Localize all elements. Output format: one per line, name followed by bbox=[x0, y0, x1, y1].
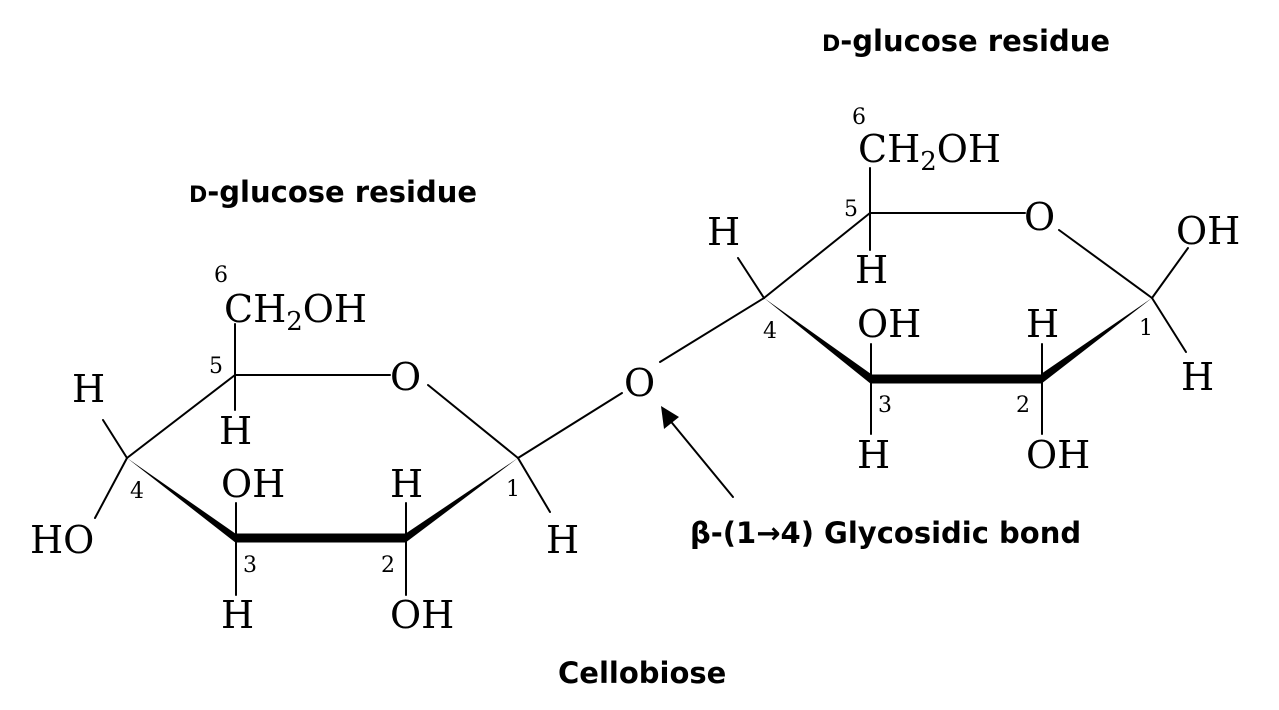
glycosidic-bond-arrow bbox=[661, 406, 734, 498]
left-ring-o-label: O bbox=[390, 355, 421, 399]
left-wedge-c3-c4 bbox=[127, 458, 236, 543]
left-bond-o-c1 bbox=[427, 384, 519, 459]
bond-left-c1-glycosidic-o bbox=[517, 392, 623, 459]
molecule-name-caption: Cellobiose bbox=[558, 656, 726, 690]
right-ring-o-label: O bbox=[1024, 195, 1055, 239]
left-bond-c1-h bbox=[517, 457, 551, 513]
left-residue-caption: D-glucose residue bbox=[189, 175, 477, 209]
left-carbon-number-2: 2 bbox=[381, 553, 395, 578]
right-c3-oh-label: OH bbox=[857, 302, 921, 346]
glycosidic-linkage: O bbox=[517, 297, 765, 459]
left-wedge-c1-c2 bbox=[405, 458, 518, 543]
right-wedge-c1-c2 bbox=[1041, 298, 1152, 384]
right-bond-c1-h bbox=[1151, 297, 1187, 353]
right-wedge-c3-c4 bbox=[764, 298, 871, 384]
left-carbon-number-3: 3 bbox=[243, 553, 257, 578]
left-glucose-ring: H HO O CH2OH H OH H H OH H 6 5 4 3 2 1 bbox=[30, 263, 579, 637]
left-bond-c4-h bbox=[102, 419, 128, 459]
right-c3-h-label: H bbox=[857, 433, 890, 477]
right-glucose-ring: H O CH2OH H OH H H OH OH H 6 5 4 3 2 1 bbox=[707, 105, 1240, 477]
right-c1-h-label: H bbox=[1181, 355, 1214, 399]
right-carbon-number-6: 6 bbox=[852, 105, 866, 130]
glycosidic-bond-caption: β-(1→4) Glycosidic bond bbox=[690, 516, 1081, 550]
right-residue-caption: D-glucose residue bbox=[822, 24, 1110, 58]
arrow-head bbox=[661, 406, 679, 429]
right-c2-h-label: H bbox=[1026, 302, 1059, 346]
right-ch2oh-label: CH2OH bbox=[858, 127, 1001, 177]
right-c1-oh-label: OH bbox=[1176, 209, 1240, 253]
left-c3-h-label: H bbox=[221, 593, 254, 637]
right-bond-o-c1 bbox=[1058, 229, 1153, 299]
left-c5-h-label: H bbox=[219, 409, 252, 453]
right-carbon-number-1: 1 bbox=[1139, 316, 1153, 341]
right-bond-c1-oh bbox=[1151, 247, 1189, 299]
left-carbon-number-1: 1 bbox=[506, 477, 520, 502]
right-bond-c4-h bbox=[737, 257, 765, 299]
right-bond-c4-c5 bbox=[763, 212, 871, 299]
left-carbon-number-4: 4 bbox=[130, 479, 144, 504]
left-carbon-number-6: 6 bbox=[214, 263, 228, 288]
right-carbon-number-3: 3 bbox=[878, 393, 892, 418]
left-carbon-number-5: 5 bbox=[209, 354, 223, 379]
right-c4-h-label: H bbox=[707, 210, 740, 254]
left-c2-oh-label: OH bbox=[390, 593, 454, 637]
right-carbon-number-4: 4 bbox=[763, 319, 777, 344]
glycosidic-o-label: O bbox=[624, 361, 655, 405]
left-bond-c4-ho bbox=[94, 457, 128, 519]
right-carbon-number-2: 2 bbox=[1016, 393, 1030, 418]
right-c5-h-label: H bbox=[855, 248, 888, 292]
left-c4-h-label: H bbox=[72, 367, 105, 411]
left-ch2oh-label: CH2OH bbox=[224, 287, 367, 337]
left-c1-h-label: H bbox=[546, 518, 579, 562]
left-c2-h-label: H bbox=[390, 462, 423, 506]
left-c4-ho-label: HO bbox=[30, 518, 94, 562]
bond-glycosidic-o-right-c4 bbox=[659, 297, 765, 363]
left-c3-oh-label: OH bbox=[221, 462, 285, 506]
arrow-shaft bbox=[667, 417, 734, 498]
right-carbon-number-5: 5 bbox=[844, 197, 858, 222]
left-bond-c4-c5 bbox=[126, 374, 236, 459]
right-c2-oh-label: OH bbox=[1026, 433, 1090, 477]
